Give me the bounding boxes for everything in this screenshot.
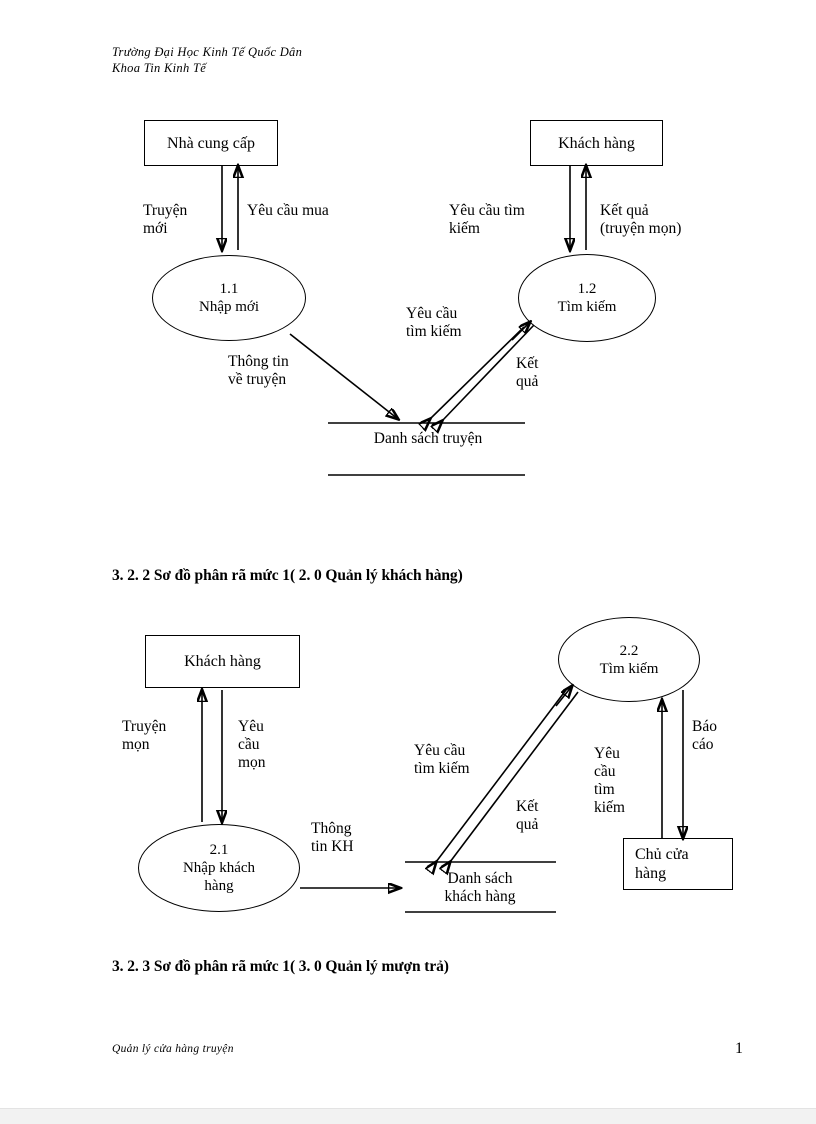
flow-label-bao-cao: Báo cáo: [692, 718, 717, 753]
header-line-2: Khoa Tin Kinh Tế: [112, 61, 207, 75]
document-header: Trường Đại Học Kinh Tế Quốc Dân Khoa Tin…: [112, 44, 302, 76]
process-name: Nhập khách hàng: [182, 860, 256, 894]
flow-label-yeu-cau-tim-kiem-chu: Yêu cầu tìm kiếm: [594, 745, 625, 816]
datastore-danh-sach-khach-hang-label: Danh sách khách hàng: [444, 870, 516, 905]
flow-label-thong-tin-kh: Thông tin KH: [311, 820, 354, 855]
entity-khach-hang-1: Khách hàng: [530, 120, 663, 166]
entity-chu-cua-hang: Chủ cửa hàng: [623, 838, 733, 890]
entity-khach-hang-2: Khách hàng: [145, 635, 300, 688]
process-label: 2.2 Tìm kiếm: [600, 642, 659, 678]
section-heading-3-2-3: 3. 2. 3 Sơ đồ phân rã mức 1( 3. 0 Quản l…: [112, 958, 449, 975]
process-name: Nhập mới: [198, 299, 259, 315]
flow-label-thong-tin-ve-truyen: Thông tin về truyện: [228, 353, 289, 388]
flow-label-yeu-cau-tim-kiem-ds: Yêu cầu tìm kiếm: [406, 305, 462, 340]
process-label: 1.2 Tìm kiếm: [558, 280, 617, 316]
process-number: 1.2: [577, 281, 597, 297]
process-1-2: 1.2 Tìm kiếm: [518, 254, 656, 342]
entity-nha-cung-cap: Nhà cung cấp: [144, 120, 278, 166]
flow-label-ket-qua-truyen-mon: Kết quả (truyện mọn): [600, 202, 682, 237]
section-heading-3-2-2: 3. 2. 2 Sơ đồ phân rã mức 1( 2. 0 Quản l…: [112, 567, 463, 584]
document-footer-text: Quản lý cửa hàng truyện: [112, 1043, 234, 1055]
flow-label-yeu-cau-tim-kiem-kh: Yêu cầu tìm kiếm: [449, 202, 525, 237]
process-name: Tìm kiếm: [557, 299, 617, 315]
arrow-p11-to-datastore: [289, 333, 398, 419]
flow-label-truyen-mon: Truyện mọn: [122, 718, 167, 753]
entity-label: Khách hàng: [184, 653, 261, 670]
page-number: 1: [735, 1040, 743, 1057]
process-name: Tìm kiếm: [599, 660, 659, 677]
process-2-1: 2.1 Nhập khách hàng: [138, 824, 300, 912]
process-number: 2.1: [209, 842, 229, 858]
flow-label-yeu-cau-tim-kiem-ds2: Yêu cầu tìm kiếm: [414, 742, 470, 777]
page-bottom-edge: [0, 1108, 816, 1124]
process-2-2: 2.2 Tìm kiếm: [558, 617, 700, 702]
flow-label-yeu-cau-mon: Yêu cầu mọn: [238, 718, 266, 771]
process-number: 1.1: [219, 281, 239, 297]
process-1-1: 1.1 Nhập mới: [152, 255, 306, 341]
entity-label: Nhà cung cấp: [167, 134, 255, 152]
process-label: 1.1 Nhập mới: [199, 280, 259, 316]
flow-label-ket-qua-ds: Kết quả: [516, 355, 539, 390]
flow-label-ket-qua-ds2: Kết quả: [516, 798, 539, 833]
header-line-1: Trường Đại Học Kinh Tế Quốc Dân: [112, 45, 303, 59]
process-label: 2.1 Nhập khách hàng: [183, 841, 255, 895]
entity-label: Chủ cửa hàng: [635, 846, 689, 882]
entity-label: Khách hàng: [558, 134, 635, 152]
datastore-danh-sach-truyen-label: Danh sách truyện: [373, 430, 483, 447]
arrow-head-into-p12: [511, 322, 530, 341]
process-number: 2.2: [619, 642, 639, 659]
flow-label-yeu-cau-mua: Yêu cầu mua: [247, 202, 329, 219]
flow-label-truyen-moi: Truyện mới: [143, 202, 188, 237]
arrow-head-into-p22: [555, 686, 572, 707]
